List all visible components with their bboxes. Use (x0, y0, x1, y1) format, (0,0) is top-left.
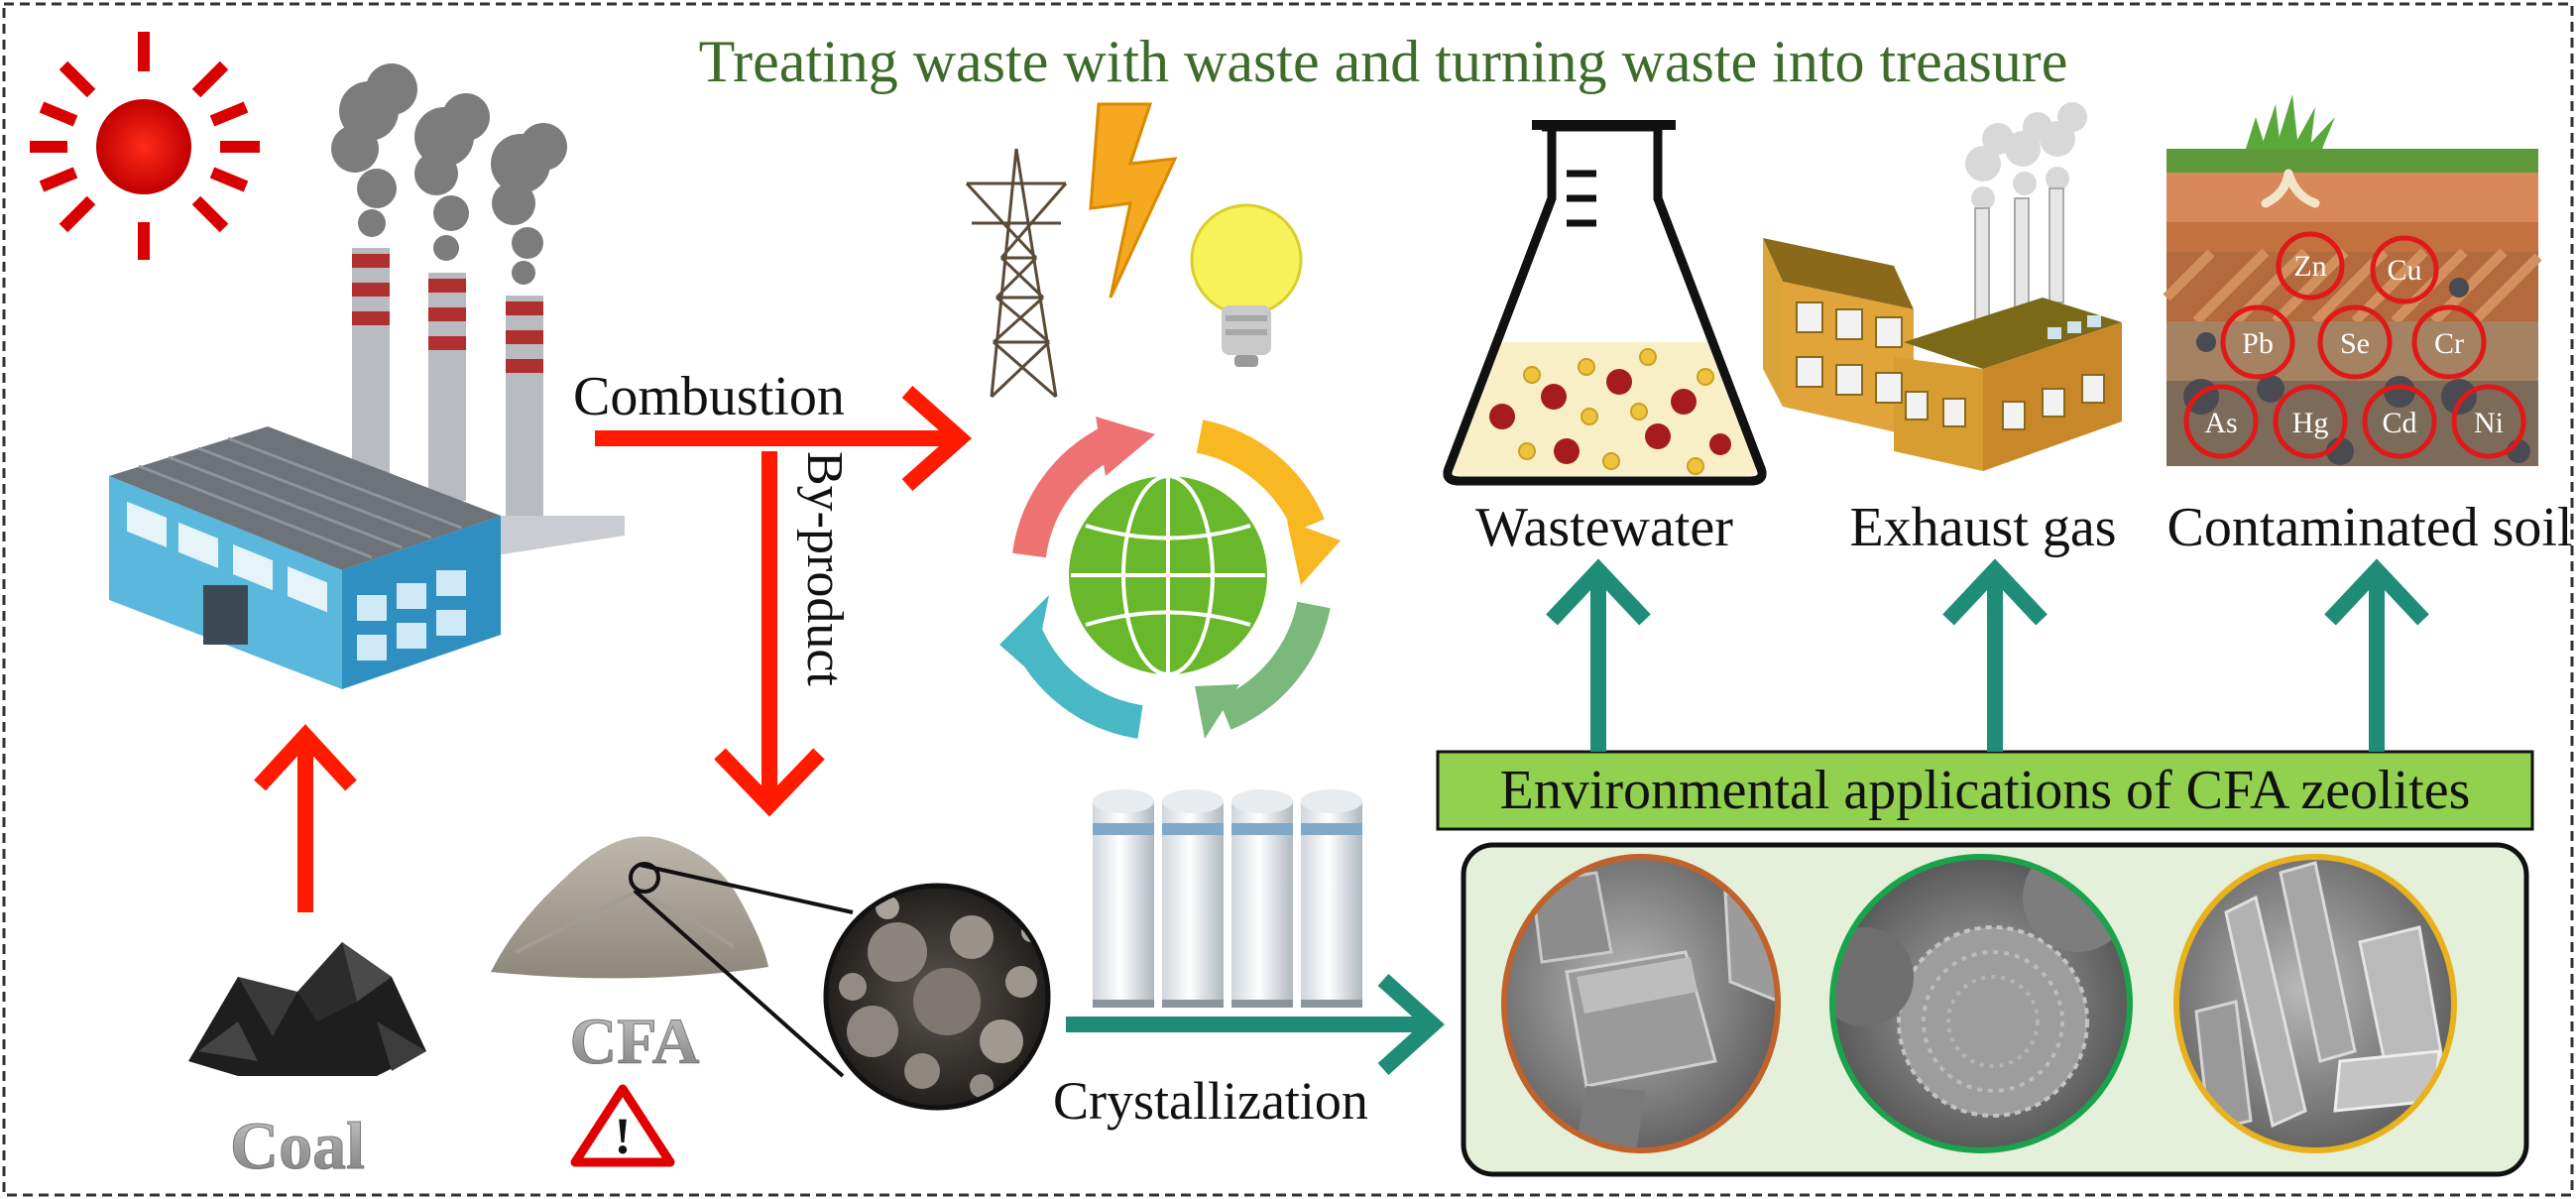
exhaust-gas-arrow (1942, 558, 2048, 752)
ash-pile-icon (491, 836, 768, 979)
wastewater-label: Wastewater (1475, 497, 1733, 558)
combustion-label: Combustion (573, 366, 845, 427)
by-product-arrow (714, 451, 825, 817)
crystallization-arrow (1066, 974, 1445, 1075)
coal-label: Coal (230, 1108, 365, 1183)
zeolite-sem-image-3 (2173, 854, 2457, 1153)
element-cu: Cu (2387, 254, 2421, 287)
zeolite-sem-image-2 (1829, 854, 2133, 1153)
soil-layers-icon: Zn Cu Pb Se Cr As Hg Cd Ni (2163, 94, 2542, 466)
coal-to-factory-arrow (254, 724, 357, 912)
cfa-microsphere-image (823, 883, 1051, 1111)
element-ni: Ni (2474, 407, 2504, 439)
power-pylon-icon (965, 148, 1068, 399)
by-product-label: By-product (796, 451, 853, 686)
crystallization-label: Crystallization (1053, 1071, 1368, 1131)
contaminated-soil-arrow (2324, 558, 2429, 752)
diagram-title: Treating waste with waste and turning wa… (699, 29, 2068, 94)
element-cr: Cr (2434, 327, 2464, 360)
storage-tanks-icon (1093, 789, 1362, 1008)
flask-icon (1443, 120, 1767, 486)
light-bulb-icon (1190, 203, 1303, 367)
element-cd: Cd (2382, 407, 2416, 439)
recycling-globe-icon (999, 417, 1341, 739)
zeolite-sem-image-1 (1501, 854, 1781, 1153)
lightning-bolt-icon (1089, 102, 1178, 299)
element-hg: Hg (2292, 407, 2329, 439)
element-zn: Zn (2293, 250, 2326, 283)
contaminated-soil-label: Contaminated soil (2166, 497, 2572, 558)
environmental-applications-box: Environmental applications of CFA zeolit… (1436, 750, 2534, 831)
exhaust-gas-label: Exhaust gas (1849, 497, 2116, 558)
element-pb: Pb (2242, 327, 2274, 360)
coal-pile-icon (188, 942, 426, 1076)
element-as: As (2204, 407, 2237, 439)
magnifier-lines (633, 863, 854, 1078)
cfa-label: CFA (570, 1006, 700, 1078)
combustion-arrow (595, 386, 973, 491)
industrial-plant-icon (1763, 102, 2122, 471)
environmental-applications-label: Environmental applications of CFA zeolit… (1500, 760, 2471, 821)
warning-triangle-icon: ! (570, 1084, 675, 1167)
factory-icon (109, 63, 625, 689)
wastewater-arrow (1546, 558, 1651, 752)
zeolite-sem-panel (1461, 842, 2529, 1177)
warning-symbol: ! (614, 1109, 631, 1165)
element-se: Se (2340, 327, 2370, 360)
sun-icon (30, 32, 260, 260)
